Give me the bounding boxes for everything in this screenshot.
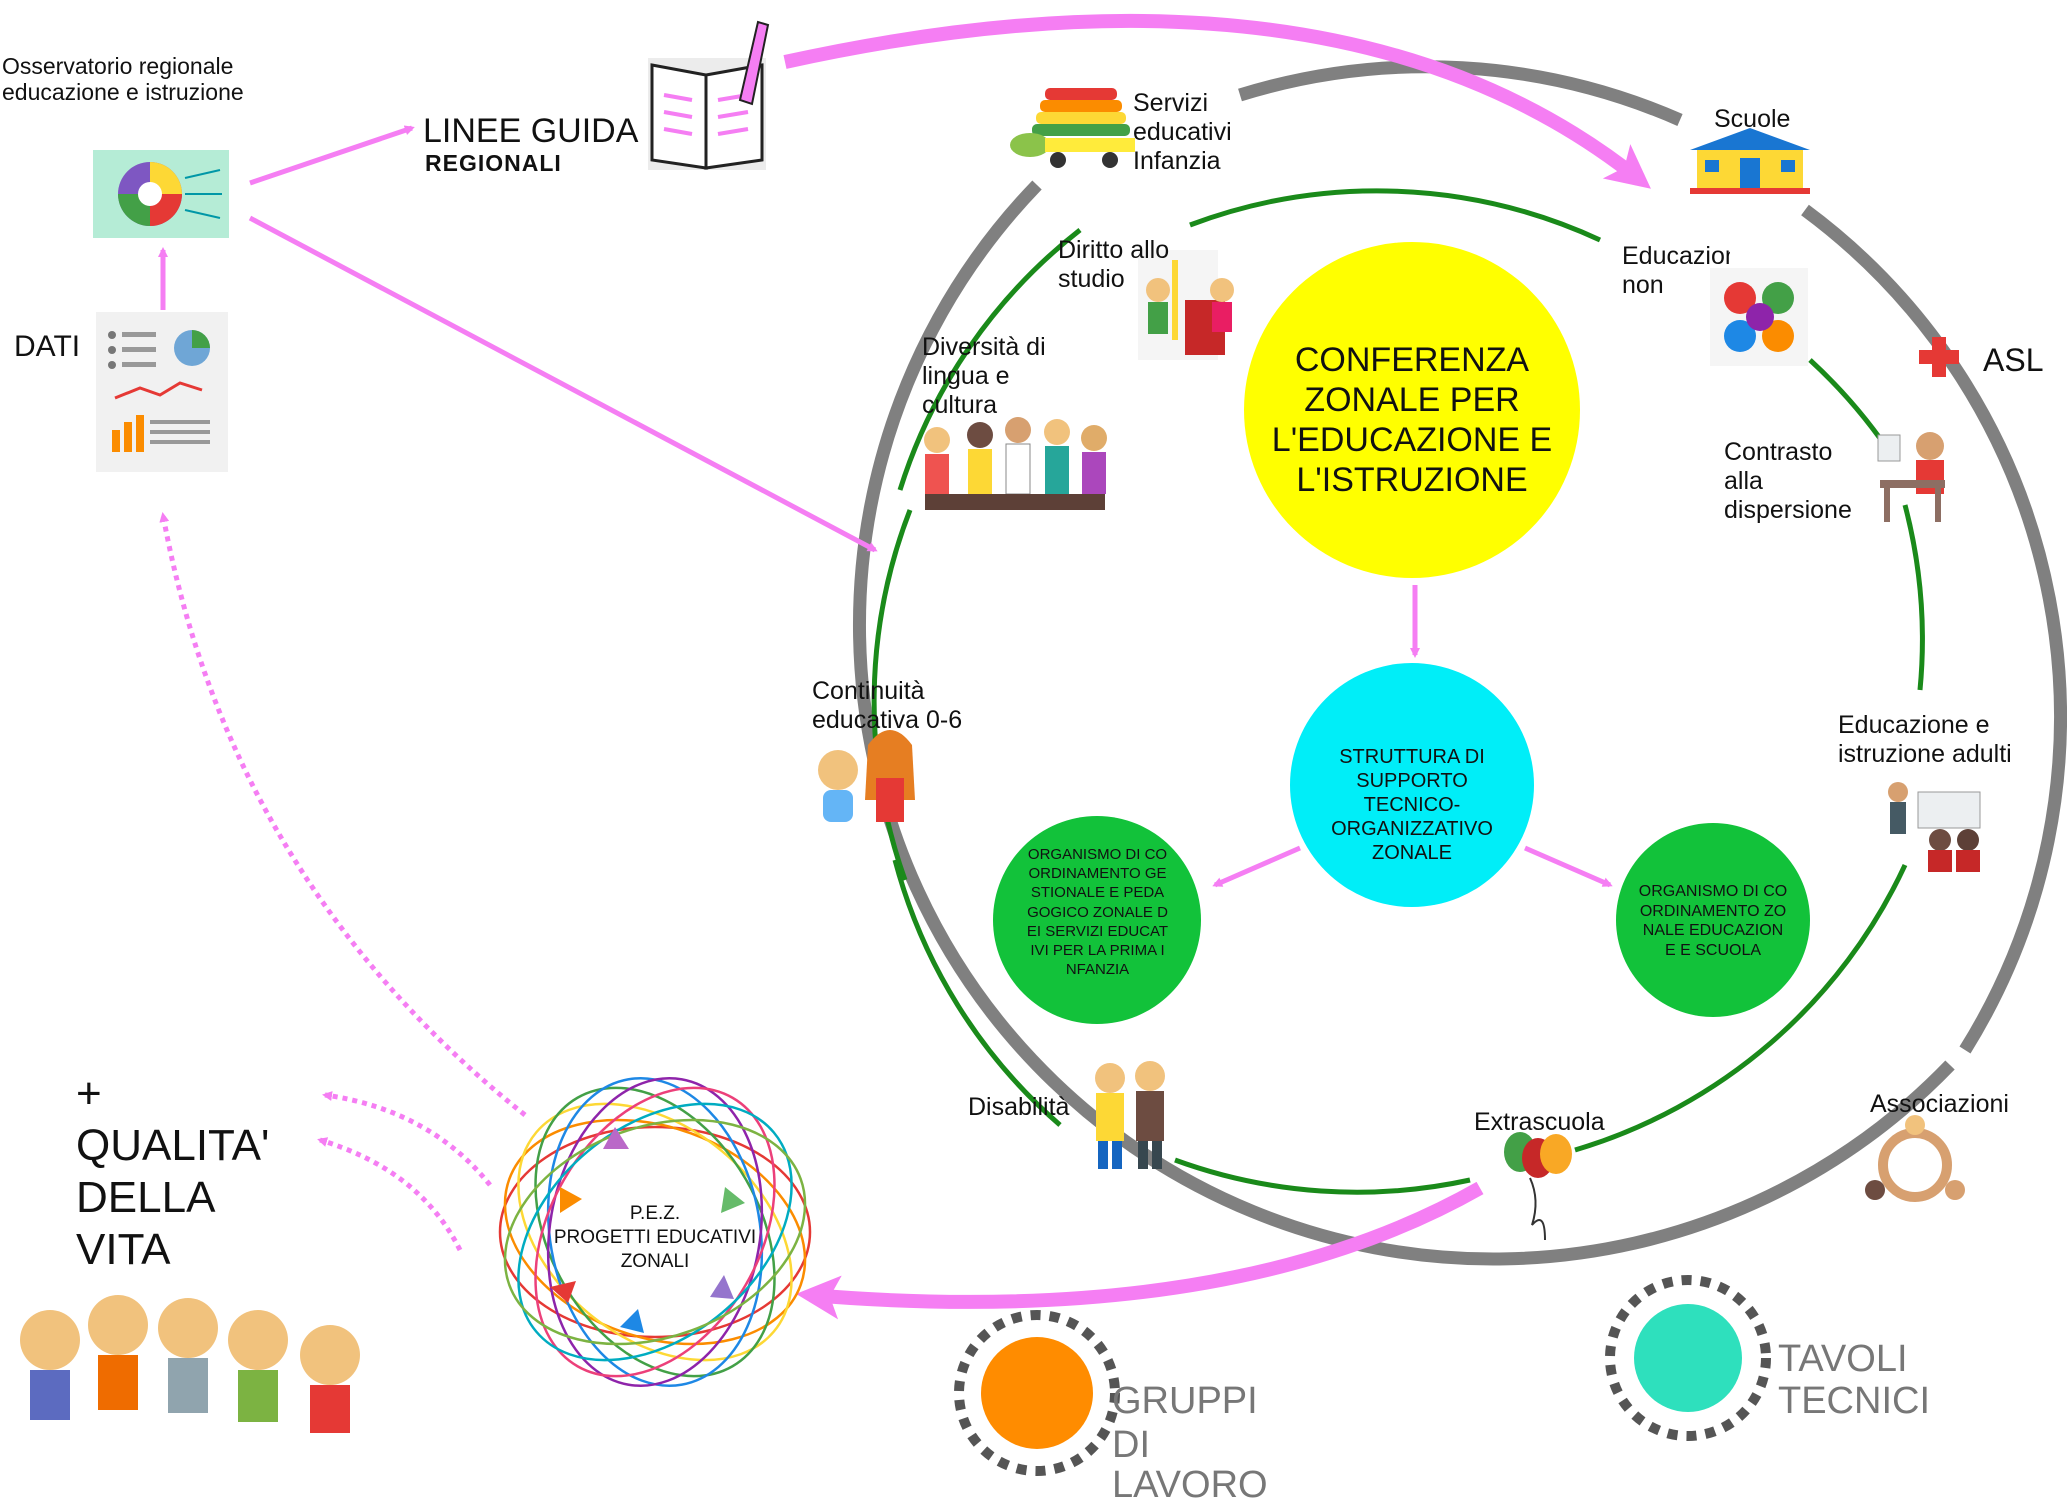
tavoli-line1: TAVOLI bbox=[1778, 1338, 1908, 1380]
struttura-title: STRUTTURA DI SUPPORTO TECNICO-ORGANIZZAT… bbox=[1331, 746, 1493, 864]
balloons-icon bbox=[1504, 1132, 1572, 1241]
organismo-infanzia-title: ORGANISMO DI COORDINAMENTO GESTIONALE E … bbox=[1026, 846, 1169, 979]
arrow-struttura-to-org-scuola bbox=[1524, 845, 1613, 888]
gruppi-line2: DI bbox=[1112, 1424, 1150, 1466]
organismo-scuola-title: ORGANISMO DI COORDINAMENTO ZONALE EDUCAZ… bbox=[1638, 883, 1788, 959]
qualita-line2: DELLA bbox=[76, 1173, 216, 1222]
dotted-arrow-pez-to-qualita-2 bbox=[317, 1137, 463, 1252]
diritto-label: Diritto allo studio bbox=[1058, 236, 1170, 293]
kids-book-icon bbox=[1138, 250, 1234, 360]
dati-report-icon bbox=[96, 312, 228, 472]
conferenza-title: CONFERENZA ZONALE PER L'EDUCAZIONE E L'I… bbox=[1271, 341, 1553, 500]
tavoli-line2: TECNICI bbox=[1778, 1380, 1930, 1422]
gruppi-line1: GRUPPI bbox=[1112, 1380, 1258, 1422]
arrow-struttura-to-org-infanzia bbox=[1212, 845, 1301, 888]
pez-spirograph bbox=[498, 1077, 812, 1387]
conferenza-circle bbox=[1244, 242, 1580, 578]
servizi-label: Servizi educativi Infanzia bbox=[1133, 89, 1232, 175]
diversita-label: Diversità di lingua e cultura bbox=[922, 333, 1046, 419]
classroom-icon bbox=[1888, 782, 1981, 872]
dati-label: DATI bbox=[14, 330, 81, 363]
school-icon bbox=[1690, 128, 1810, 194]
children-holding-hands-icon bbox=[20, 1295, 360, 1433]
book-icon bbox=[648, 20, 770, 170]
pez-line1: P.E.Z. bbox=[629, 1203, 681, 1224]
arrow-linee-to-scuole bbox=[783, 13, 1651, 189]
baby-girl-icon bbox=[818, 730, 915, 822]
dotted-arrow-pez-to-dati bbox=[159, 512, 527, 1117]
qualita-plus: + bbox=[76, 1069, 102, 1118]
linee-guida-label: LINEE GUIDA bbox=[423, 112, 639, 150]
arrow-obs-to-linee bbox=[249, 125, 415, 186]
regionali-label: REGIONALI bbox=[425, 150, 562, 176]
observatory-label: Osservatorio regionale educazione e istr… bbox=[2, 53, 244, 106]
associazioni-label: Associazioni bbox=[1870, 1090, 2009, 1118]
organismo-scuola-circle bbox=[1616, 823, 1810, 1017]
extrascuola-label: Extrascuola bbox=[1474, 1108, 1605, 1136]
arrow-obs-to-ring bbox=[248, 215, 878, 553]
adulti-label: Educazione e istruzione adulti bbox=[1838, 711, 2012, 768]
outer-ring bbox=[852, 60, 2067, 1266]
arrow-extrascuola-to-pez bbox=[796, 1181, 1484, 1320]
scuole-label: Scuole bbox=[1714, 105, 1791, 133]
toy-turtle-icon bbox=[1010, 88, 1135, 168]
qualita-line1: QUALITA' bbox=[76, 1121, 270, 1170]
organismo-infanzia-circle bbox=[993, 816, 1201, 1024]
red-cross-icon bbox=[1919, 337, 1959, 377]
disabilita-label: Disabilità bbox=[968, 1093, 1070, 1121]
educazione-non-formale-label: Educazione non formale bbox=[1622, 242, 1730, 302]
hands-icon bbox=[1710, 268, 1808, 366]
gruppi-icon bbox=[954, 1310, 1120, 1476]
disability-men-icon bbox=[1095, 1061, 1165, 1169]
pez-line3: ZONALI bbox=[620, 1251, 690, 1272]
continuita-label: Continuità educativa 0-6 bbox=[812, 677, 963, 734]
tavoli-icon bbox=[1605, 1275, 1771, 1441]
diverse-children-icon bbox=[924, 417, 1107, 510]
contrasto-label: Contrasto alla dispersione scolastica bbox=[1724, 438, 1852, 526]
people-circle-icon bbox=[1865, 1115, 1965, 1202]
pez-line2: PROGETTI EDUCATIVI bbox=[553, 1227, 757, 1248]
observatory-icon bbox=[93, 150, 229, 238]
qualita-line3: VITA bbox=[76, 1225, 171, 1274]
dotted-arrow-pez-to-qualita-1 bbox=[322, 1091, 492, 1187]
student-desk-icon bbox=[1877, 432, 1945, 522]
struttura-circle bbox=[1290, 663, 1534, 907]
inner-ring bbox=[871, 188, 1925, 1195]
asl-label: ASL bbox=[1983, 342, 2044, 378]
